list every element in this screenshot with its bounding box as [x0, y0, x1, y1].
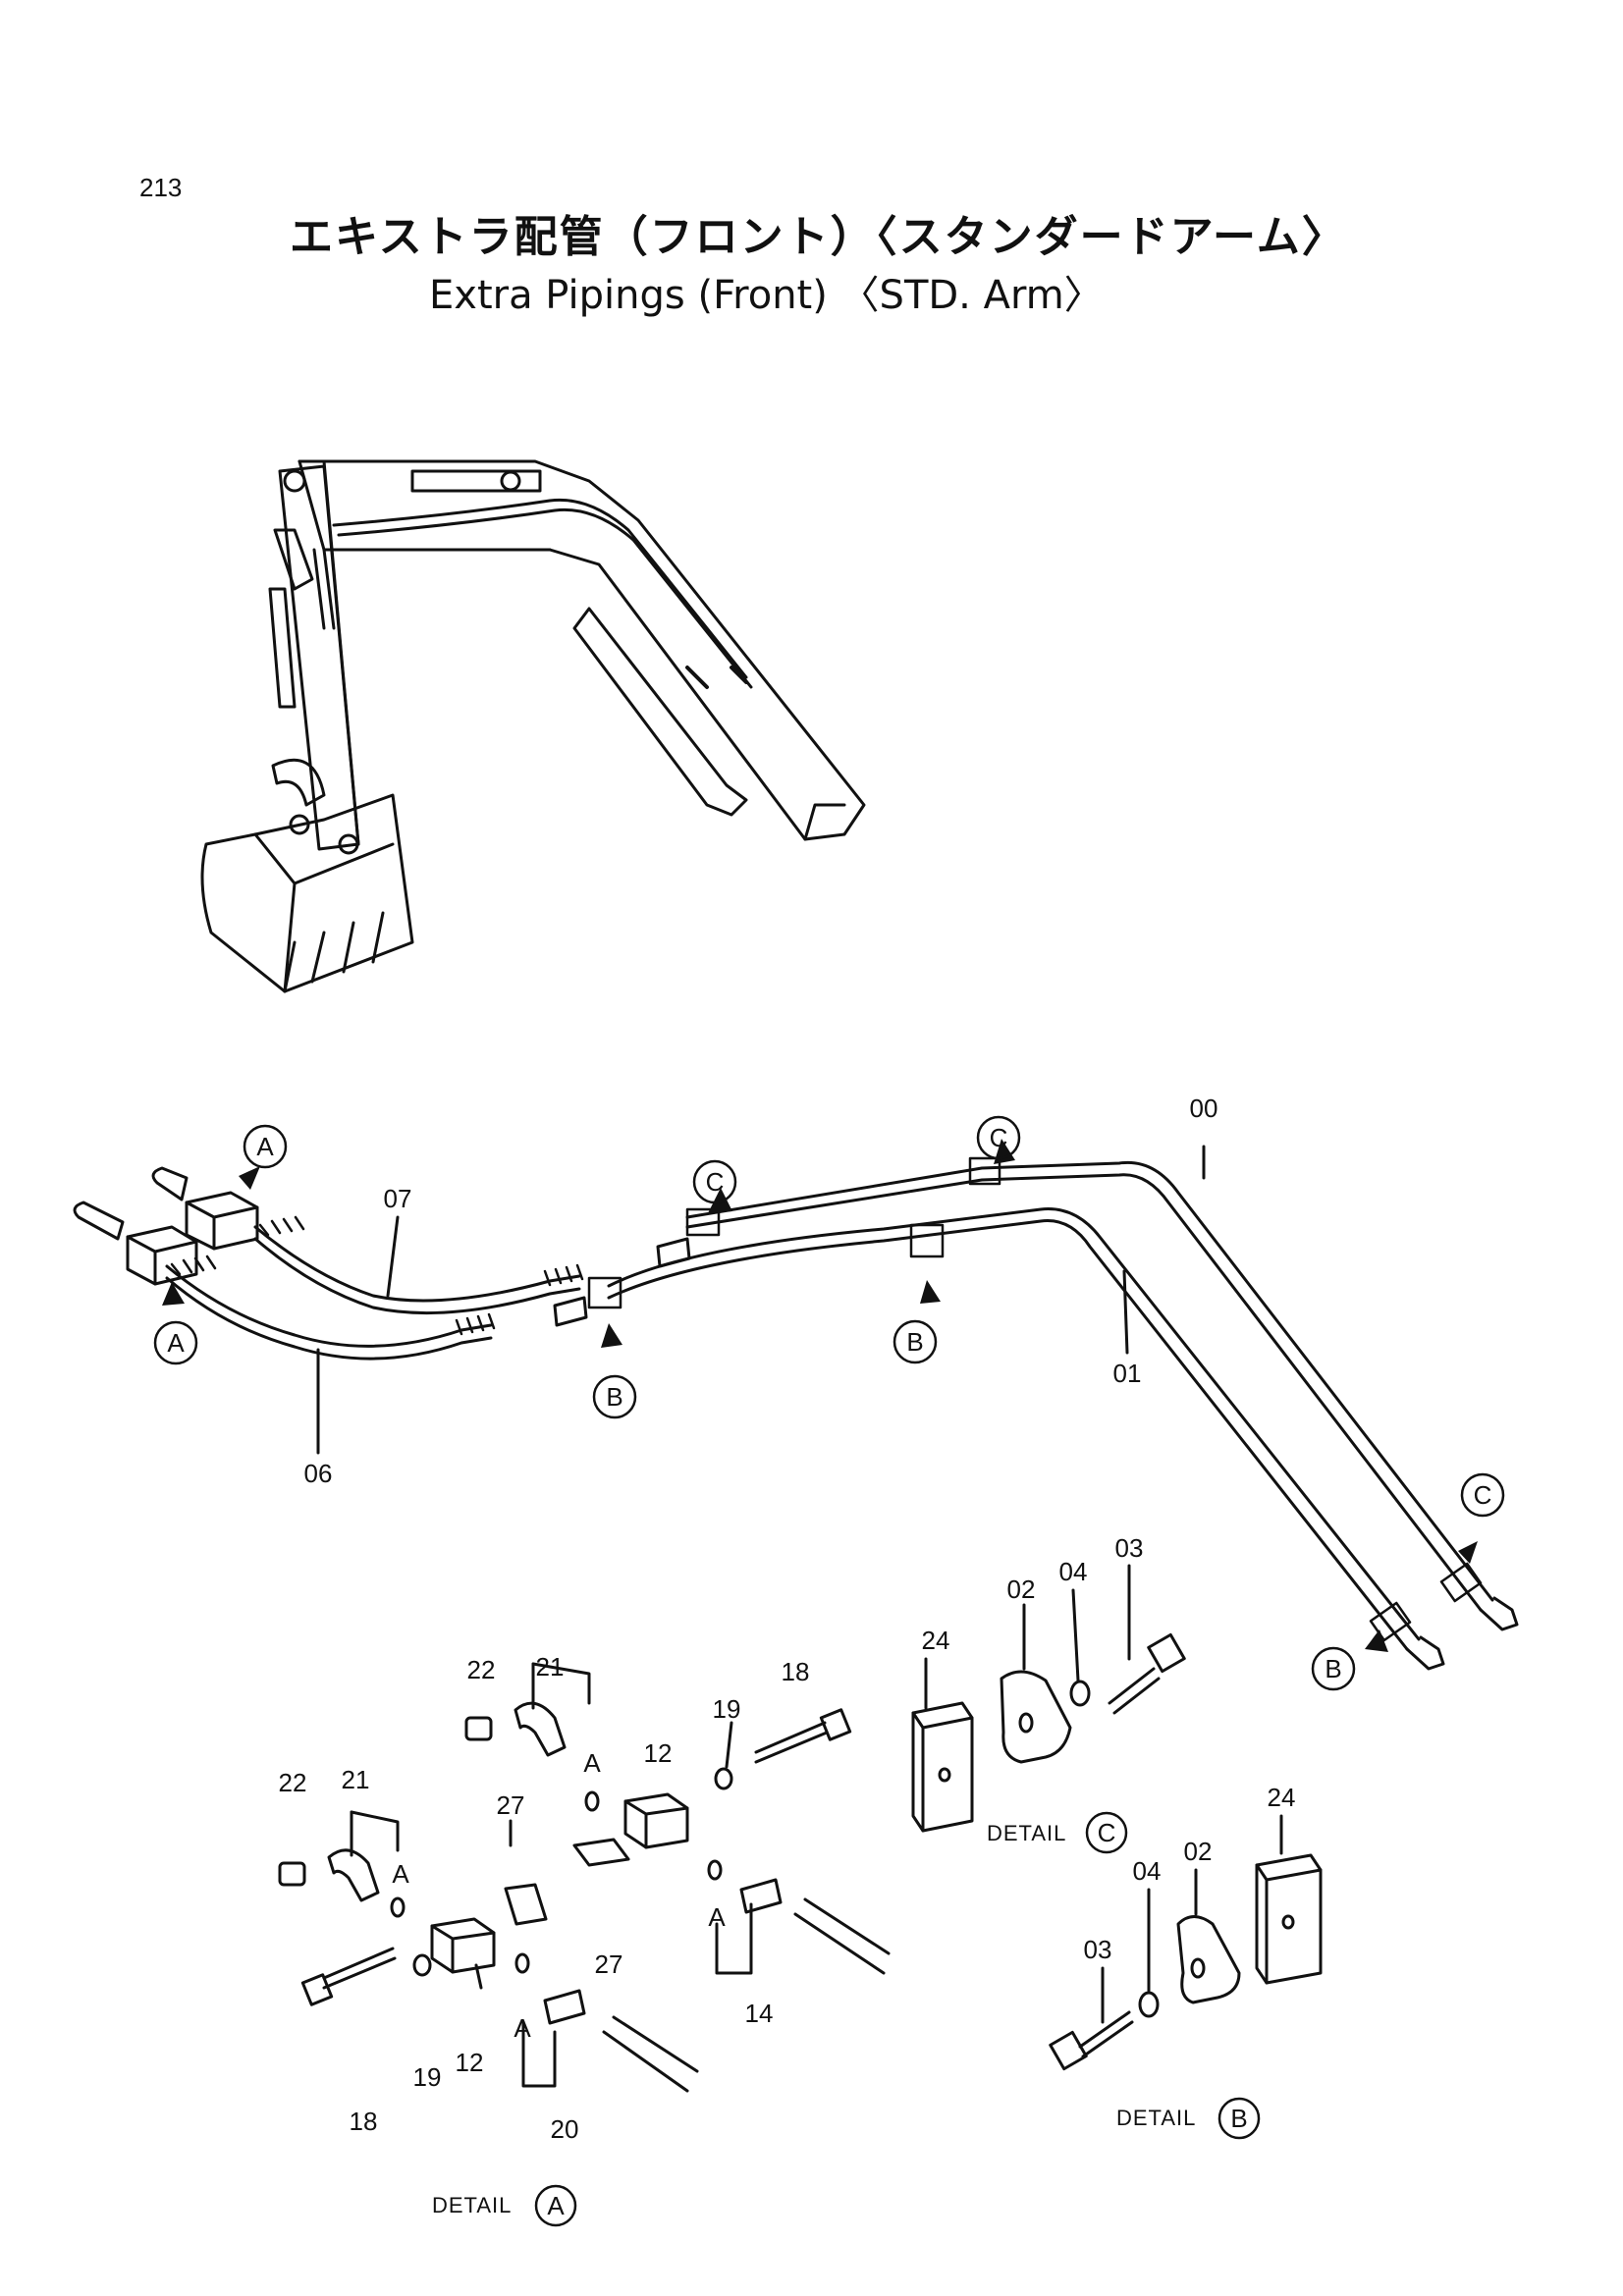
label-part-04-b: 04 [1133, 1856, 1162, 1886]
callout-letter-b-right: B [1325, 1654, 1341, 1683]
detail-a-exploded [278, 1662, 891, 2093]
label-part-20: 20 [551, 2114, 579, 2144]
label-part-22-upper: 22 [467, 1655, 496, 1684]
label-part-00: 00 [1190, 1094, 1218, 1123]
connection-letter-a-2: A [392, 1859, 409, 1889]
label-part-22-lower: 22 [279, 1768, 307, 1797]
detail-c-word: DETAIL [987, 1821, 1066, 1845]
connection-letter-a-4: A [514, 2013, 531, 2043]
callout-letter-c-right: C [1474, 1480, 1492, 1510]
label-part-21-upper: 21 [536, 1652, 565, 1682]
detail-c-letter: C [1098, 1818, 1116, 1847]
label-part-21-lower: 21 [342, 1765, 370, 1794]
callout-letter-a-lower: A [167, 1328, 185, 1358]
callout-circle-b-left [592, 1374, 637, 1419]
label-part-07: 07 [384, 1184, 412, 1213]
part-number-labels: 00 01 07 06 22 21 22 21 27 12 19 18 27 1… [279, 1094, 1296, 2144]
excavator-front-overview [200, 459, 866, 993]
detail-a-word: DETAIL [432, 2193, 512, 2217]
connection-letter-a-3: A [708, 1902, 726, 1932]
label-part-03-c: 03 [1115, 1533, 1144, 1563]
callout-letter-c-left: C [706, 1167, 725, 1197]
label-part-18-upper: 18 [782, 1657, 810, 1686]
detail-labels: DETAIL C DETAIL B DETAIL A [432, 1811, 1261, 2227]
label-part-03-b: 03 [1084, 1935, 1112, 1964]
label-part-14: 14 [745, 1999, 774, 2028]
callout-circle-a-upper [243, 1124, 288, 1169]
label-part-24-c: 24 [922, 1626, 950, 1655]
callout-letter-c-mid: C [990, 1123, 1008, 1152]
callout-letters: A A C C C B B B [167, 1123, 1491, 1683]
circled-callouts [153, 1115, 1505, 1691]
callout-circle-a-lower [153, 1320, 198, 1365]
label-part-19-upper: 19 [713, 1694, 741, 1724]
detail-a-letter: A [547, 2191, 565, 2220]
title-japanese: エキストラ配管（フロント）〈スタンダードアーム〉 [290, 212, 1347, 262]
connection-letters: A A A A [392, 1748, 726, 2043]
callout-circle-c-right [1460, 1472, 1505, 1518]
callout-circle-c-mid [976, 1115, 1021, 1160]
callout-letter-a-upper: A [256, 1132, 274, 1161]
label-part-24-b: 24 [1268, 1783, 1296, 1812]
label-part-12-upper: 12 [644, 1738, 673, 1768]
label-part-27-lower: 27 [595, 1949, 623, 1979]
label-part-04-c: 04 [1059, 1557, 1088, 1586]
label-part-02-c: 02 [1007, 1575, 1036, 1604]
label-part-06: 06 [304, 1459, 333, 1488]
label-part-02-b: 02 [1184, 1837, 1213, 1866]
connection-letter-a-1: A [583, 1748, 601, 1778]
callout-letter-b-left: B [606, 1382, 622, 1412]
callout-letter-b-mid: B [906, 1327, 923, 1357]
callout-circle-b-mid [893, 1319, 938, 1364]
callout-circle-b-right [1311, 1646, 1356, 1691]
label-part-27-upper: 27 [497, 1790, 525, 1820]
callout-pointers [162, 1139, 1478, 1652]
detail-c-exploded [911, 1564, 1186, 1833]
callout-circle-c-left [692, 1159, 737, 1204]
title-english: Extra Pipings (Front) 〈STD. Arm〉 [429, 273, 1104, 318]
label-part-01: 01 [1113, 1359, 1142, 1388]
detail-b-exploded [1049, 1814, 1323, 2071]
label-part-18-lower: 18 [350, 2107, 378, 2136]
page-number: 213 [139, 173, 183, 202]
detail-b-word: DETAIL [1116, 2106, 1196, 2130]
detail-b-letter: B [1230, 2104, 1247, 2133]
label-part-12-lower: 12 [456, 2048, 484, 2077]
main-leader-lines [316, 1145, 1206, 1455]
main-piping-assembly [73, 1156, 1519, 1671]
label-part-19-lower: 19 [413, 2062, 442, 2092]
